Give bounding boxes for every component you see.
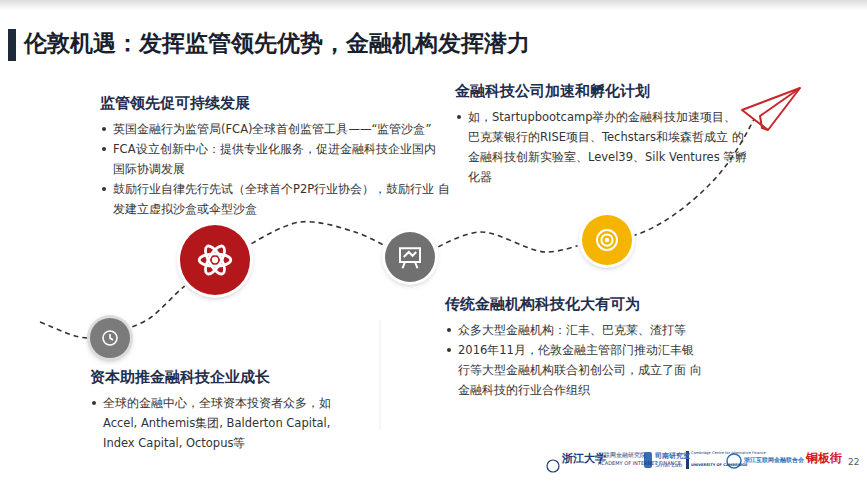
slide-title: 伦敦机遇：发挥监管领先优势，金融机构发挥潜力 <box>24 28 530 59</box>
bullet-text: 如，Startupbootcamp举办的金融科技加速项目、 巴克莱银行的RISE… <box>455 107 751 187</box>
milestone-icon <box>385 232 435 282</box>
bullet-text: 英国金融行为监管局(FCA)全球首创监管工具——“监管沙盒” <box>100 119 451 139</box>
milestone-circle: 金融科技公司加速和孵化计划如，Startupbootcamp举办的金融科技加速项… <box>582 215 632 265</box>
logo-text: 司南研究室 <box>655 452 690 460</box>
milestone-icon <box>180 225 250 295</box>
logo-text: 铜板街 <box>806 452 842 466</box>
page-number: 22 <box>848 457 859 467</box>
milestone-heading: 传统金融机构科技化大有可为 <box>445 295 706 314</box>
bullet-text: 鼓励行业自律先行先试（全球首个P2P行业协会），鼓励行业 自发建立虚拟沙盒或伞型… <box>100 179 451 219</box>
bullet-text: FCA设立创新中心：提供专业化服务，促进金融科技企业国内 国际协调发展 <box>100 139 451 179</box>
logo-text: Sinai Lab <box>655 462 682 469</box>
milestone-text: 监管领先促可持续发展英国金融行为监管局(FCA)全球首创监管工具——“监管沙盒”… <box>100 94 451 219</box>
milestone-icon <box>90 318 130 358</box>
logo-text: 互联网金融研究院 <box>598 452 646 459</box>
bullet-text: 全球的金融中心，全球资本投资者众多，如 Accel, Anthemis集团, B… <box>90 393 351 453</box>
dashed-connector <box>252 222 383 245</box>
logo-text: Cambridge Centre for Alternative Finance <box>691 451 766 455</box>
milestone-heading: 资本助推金融科技企业成长 <box>90 368 351 387</box>
milestone-circle: 监管领先促可持续发展英国金融行为监管局(FCA)全球首创监管工具——“监管沙盒”… <box>180 225 250 295</box>
milestone-text: 传统金融机构科技化大有可为众多大型金融机构：汇丰、巴克莱、渣打等2016年11月… <box>445 295 706 400</box>
bullet-text: 众多大型金融机构：汇丰、巴克莱、渣打等 <box>445 320 706 340</box>
top-shade <box>0 0 867 10</box>
title-bar <box>8 29 16 61</box>
milestone-text: 资本助推金融科技企业成长全球的金融中心，全球资本投资者众多，如 Accel, A… <box>90 368 351 453</box>
milestone-circle: 资本助推金融科技企业成长全球的金融中心，全球资本投资者众多，如 Accel, A… <box>90 318 130 358</box>
milestone-heading: 金融科技公司加速和孵化计划 <box>455 82 751 101</box>
logo-text: UNIVERSITY OF CAMBRIDGE <box>691 463 747 467</box>
lead-in-path <box>40 322 88 338</box>
dashed-connector <box>438 232 577 252</box>
bullet-text: 2016年11月，伦敦金融主管部门推动汇丰银 行等大型金融机构联合初创公司，成立… <box>445 340 706 400</box>
dashed-connector <box>132 286 184 327</box>
divider <box>380 320 381 430</box>
milestone-text: 金融科技公司加速和孵化计划如，Startupbootcamp举办的金融科技加速项… <box>455 82 751 187</box>
milestone-circle: 传统金融机构科技化大有可为众多大型金融机构：汇丰、巴克莱、渣打等2016年11月… <box>385 232 435 282</box>
logo-text: 浙江互联网金融联合会 <box>744 457 804 464</box>
paper-plane <box>742 88 800 130</box>
milestone-icon <box>582 215 632 265</box>
milestone-heading: 监管领先促可持续发展 <box>100 94 451 113</box>
